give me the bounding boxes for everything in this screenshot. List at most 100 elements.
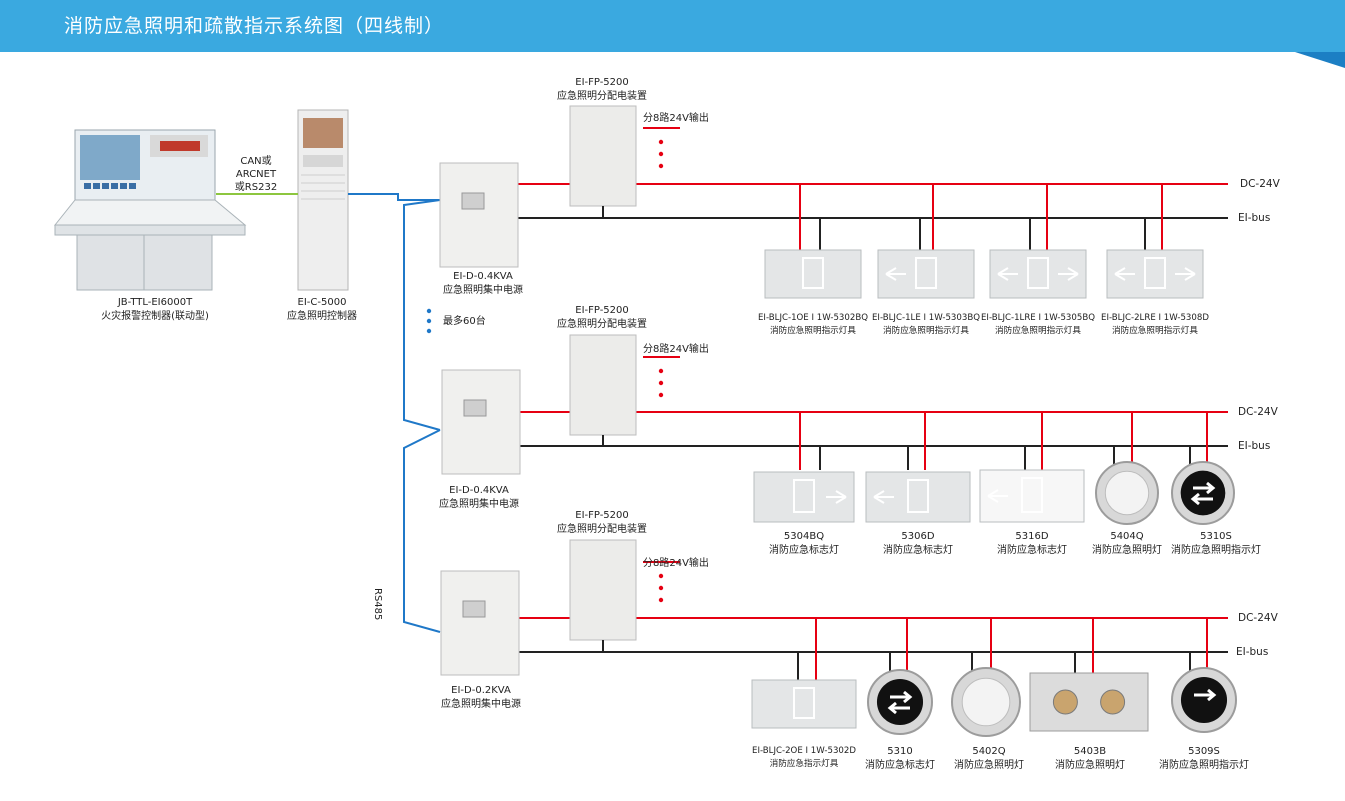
ei-bus-label: EI-bus — [1238, 212, 1271, 224]
psu-model: EI-D-0.4KVA — [449, 485, 509, 496]
link-label-2: ARCNET — [235, 169, 277, 180]
fp-model: EI-FP-5200 — [575, 510, 629, 521]
device-model: 5304BQ — [783, 531, 825, 542]
fp-model: EI-FP-5200 — [575, 77, 629, 88]
psu-name: 应急照明集中电源 — [441, 699, 521, 710]
continuation-dot — [426, 328, 432, 334]
round-lamp-icon — [951, 667, 1021, 737]
psu-display — [461, 192, 485, 210]
exit-sign-both-icon — [989, 249, 1087, 299]
psu-name: 应急照明集中电源 — [443, 285, 523, 296]
psu-model: EI-D-0.2KVA — [451, 685, 511, 696]
round-lamp-icon — [1095, 461, 1159, 525]
page-title: 消防应急照明和疏散指示系统图（四线制） — [64, 15, 445, 37]
output-dot — [658, 368, 664, 374]
ec-controller-name: 应急照明控制器 — [287, 311, 357, 322]
rs485-link — [348, 193, 440, 201]
device-name: 消防应急照明灯 — [954, 760, 1024, 771]
fp-box — [569, 539, 637, 641]
continuation-dot — [426, 318, 432, 324]
fire-alarm-panel — [53, 129, 247, 291]
output-dot — [658, 597, 664, 603]
psu-cabinet — [439, 162, 519, 268]
psu-name: 应急照明集中电源 — [439, 499, 519, 510]
device-model: 5316D — [1015, 531, 1049, 542]
header-corner-tab — [1295, 52, 1345, 68]
device-model: 5309S — [1188, 746, 1220, 757]
psu-cabinet — [440, 570, 520, 676]
fp-box — [569, 105, 637, 207]
output-dot — [658, 585, 664, 591]
device-name: 消防应急标志灯 — [769, 545, 839, 556]
ec-controller-model: EI-C-5000 — [297, 297, 347, 308]
device-model: EI-BLJC-2LRE I 1W-5308D — [1101, 313, 1209, 323]
device-model: EI-BLJC-1LE I 1W-5303BQ — [871, 313, 980, 323]
psu-model: EI-D-0.4KVA — [453, 271, 513, 282]
rs485-link — [403, 429, 441, 633]
device-name: 消防应急标志灯 — [883, 545, 953, 556]
round-arrow-left-icon — [1171, 667, 1237, 733]
device-model: 5403B — [1073, 746, 1107, 757]
output-dot — [658, 139, 664, 145]
device-model: EI-BLJC-1LRE I 1W-5305BQ — [981, 313, 1095, 323]
device-name: 消防应急照明指示灯 — [1171, 545, 1261, 556]
ei-bus-label: EI-bus — [1238, 440, 1271, 452]
psu-display — [462, 600, 486, 618]
device-name: 消防应急照明指示灯具 — [1112, 326, 1198, 336]
device-model: EI-BLJC-2OE I 1W-5302D — [752, 746, 856, 756]
fp-box — [569, 334, 637, 436]
continuation-dot — [426, 308, 432, 314]
psu-cabinet — [441, 369, 521, 475]
max-units-note: 最多60台 — [443, 316, 486, 327]
exit-sign-icon — [751, 679, 857, 729]
device-name: 消防应急照明指示灯具 — [995, 326, 1081, 336]
exit-sign-both-icon — [1106, 249, 1204, 299]
ec-controller-cabinet — [297, 109, 349, 291]
dc-24v-label: DC-24V — [1238, 612, 1278, 624]
device-model: 5402Q — [972, 746, 1006, 757]
device-model: EI-BLJC-1OE I 1W-5302BQ — [758, 313, 868, 323]
fire-panel-name: 火灾报警控制器(联动型) — [101, 311, 209, 322]
device-model: 5310S — [1200, 531, 1232, 542]
psu-display — [463, 399, 487, 417]
device-name: 消防应急标志灯 — [997, 545, 1067, 556]
exit-sign-right-icon — [753, 471, 855, 523]
ei-bus-label: EI-bus — [1236, 646, 1269, 658]
output-dot — [658, 380, 664, 386]
fp-output-label: 分8路24V输出 — [643, 558, 709, 569]
device-model: 5310 — [887, 746, 913, 757]
dc-24v-label: DC-24V — [1238, 406, 1278, 418]
device-model: 5306D — [901, 531, 935, 542]
device-name: 消防应急标志灯 — [865, 760, 935, 771]
fp-output-label: 分8路24V输出 — [643, 344, 709, 355]
round-arrows-icon — [1171, 461, 1235, 525]
device-name: 消防应急照明指示灯 — [1159, 760, 1249, 771]
link-label-3: 或RS232 — [234, 182, 278, 193]
device-name: 消防应急照明指示灯具 — [770, 326, 856, 336]
fp-name: 应急照明分配电装置 — [557, 524, 647, 535]
fire-panel-model: JB-TTL-EI6000T — [117, 297, 193, 308]
output-dot — [658, 151, 664, 157]
fp-model: EI-FP-5200 — [575, 305, 629, 316]
dc-24v-label: DC-24V — [1240, 178, 1280, 190]
twin-lamp-icon — [1029, 672, 1149, 732]
device-name: 消防应急照明灯 — [1055, 760, 1125, 771]
output-dot — [658, 392, 664, 398]
rs485-label: RS485 — [372, 588, 383, 621]
fp-name: 应急照明分配电装置 — [557, 319, 647, 330]
device-model: 5404Q — [1110, 531, 1144, 542]
output-dot — [658, 163, 664, 169]
link-label-1: CAN或 — [240, 156, 272, 167]
fp-name: 应急照明分配电装置 — [557, 91, 647, 102]
device-name: 消防应急指示灯具 — [769, 759, 839, 769]
device-name: 消防应急照明指示灯具 — [883, 326, 969, 336]
round-arrows-icon — [867, 669, 933, 735]
exit-sign-hanging-icon — [979, 469, 1085, 523]
exit-sign-left-icon — [865, 471, 971, 523]
fp-output-label: 分8路24V输出 — [643, 113, 709, 124]
output-dot — [658, 573, 664, 579]
exit-sign-icon — [764, 249, 862, 299]
exit-sign-left-icon — [877, 249, 975, 299]
header-bar: 消防应急照明和疏散指示系统图（四线制） — [0, 0, 1345, 52]
